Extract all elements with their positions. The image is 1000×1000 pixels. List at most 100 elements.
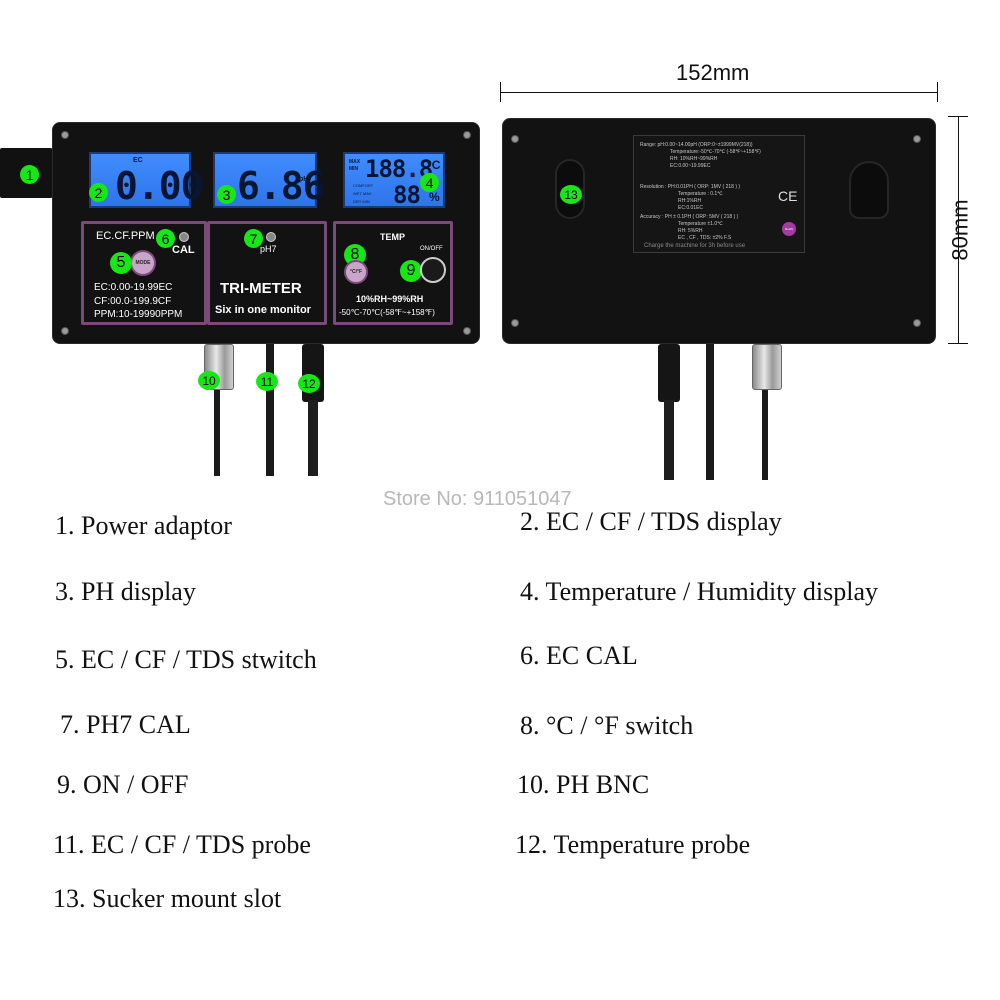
temp-probe-cable [308, 400, 318, 476]
legend-item-13: 13. Sucker mount slot [53, 884, 282, 913]
legend-item-1: 1. Power adaptor [55, 511, 232, 540]
onoff-label: ON/OFF [420, 246, 443, 252]
back-ec-probe-cable [706, 344, 714, 480]
width-dimension-tick [937, 82, 938, 102]
screw [463, 131, 471, 139]
dry-label: DRY MIN [353, 199, 370, 204]
spec-line: RH: 5%RH [678, 228, 703, 234]
ec-probe-cable [266, 344, 274, 476]
screw [463, 327, 471, 335]
badge-7: 7 [244, 229, 263, 248]
ph-display-unit: pH [299, 176, 309, 183]
sucker-mount-slot-right [849, 161, 889, 219]
screw [61, 131, 69, 139]
brand-title: TRI-METER [220, 280, 302, 297]
badge-13: 13 [560, 185, 582, 204]
spec-label: Range: pH:0.00~14.00pH (ORP:0~±1999MV(21… [633, 135, 805, 253]
height-dimension-tick [948, 116, 968, 117]
back-temp-probe-plug [658, 344, 680, 402]
back-temp-probe-cable [664, 400, 674, 480]
ce-mark: CE [778, 188, 798, 204]
ec-range: EC:0.00-19.99EC [94, 282, 173, 293]
legend-item-12: 12. Temperature probe [515, 830, 751, 859]
width-dimension-tick [500, 82, 501, 102]
ec-panel: EC.CF.PPM 6 CAL MODE 5 EC:0.00-19.99EC C… [81, 221, 207, 325]
min-label: MIN [349, 166, 359, 172]
power-button[interactable] [420, 257, 446, 283]
badge-12: 12 [298, 374, 320, 393]
legend-item-2: 2. EC / CF / TDS display [520, 507, 782, 536]
comfort-label: COMFORT [353, 183, 374, 188]
ec-cal-label: CAL [172, 244, 195, 256]
badge-10: 10 [198, 371, 220, 390]
spec-line: RH: 10%RH~99%RH [670, 156, 718, 162]
ec-cal-button[interactable] [179, 232, 189, 242]
screw [913, 135, 921, 143]
badge-2: 2 [89, 183, 108, 202]
spec-line: Charge the machine for 3h before use [644, 243, 746, 249]
temp-panel: TEMP ON/OFF 8 °C/°F 9 10%RH~99%RH -50℃-7… [333, 221, 453, 325]
height-dimension-tick [948, 343, 968, 344]
spec-line: RH:1%RH [678, 198, 702, 204]
ec-display: EC 0.00 [89, 152, 204, 208]
store-watermark: Store No: 911051047 [383, 488, 572, 510]
badge-1: 1 [20, 165, 39, 184]
spec-line: Resolution : PH:0.01PH ( ORP: 1MV ( 218 … [640, 184, 741, 190]
brand-tagline: Six in one monitor [215, 304, 311, 316]
max-label: MAX [349, 159, 361, 165]
legend-item-6: 6. EC CAL [520, 641, 638, 670]
height-dimension-line [958, 116, 959, 344]
ppm-range: PPM:10-19990PPM [94, 309, 183, 320]
front-device: EC 0.00 2 6.86 pH 3 MAX MIN 188.8 °C COM… [52, 122, 480, 344]
ph-probe-cable [214, 390, 220, 476]
spec-line: EC , CF , TDS: ±2% F.S [678, 235, 732, 241]
height-label: 80mm [947, 199, 973, 261]
temp-unit: °C [427, 158, 441, 172]
badge-5: 5 [110, 252, 132, 274]
ph-display-value: 6.86 [237, 164, 326, 208]
ph-display: 6.86 pH [213, 152, 326, 208]
legend-item-3: 3. PH display [55, 577, 196, 606]
width-dimension-line [500, 92, 938, 93]
legend-item-9: 9. ON / OFF [57, 770, 189, 799]
badge-3: 3 [217, 185, 236, 204]
spec-line: Temperature:-50℃-70℃ (-58℉~+158℉) [670, 149, 761, 155]
legend-item-4: 4. Temperature / Humidity display [520, 577, 879, 606]
humidity-value: 88 [393, 181, 421, 209]
spec-line: Range: pH:0.00~14.00pH (ORP:0~±1999MV(21… [640, 142, 753, 148]
unit-switch-button[interactable]: °C/°F [344, 260, 368, 284]
ec-display-value: 0.00 [115, 164, 204, 208]
mode-button[interactable]: MODE [130, 250, 156, 276]
back-ph-bnc-connector [752, 344, 782, 390]
rohs-label: RoHS [784, 227, 793, 231]
width-label: 152mm [676, 60, 750, 85]
spec-line: Accuracy : PH ± 0.1PH ( ORP: 5MV ( 218 )… [640, 214, 739, 220]
spec-line: EC:0.00~19.99EC [670, 163, 711, 169]
ec-panel-title: EC.CF.PPM [96, 230, 155, 242]
wet-label: WET MAX [353, 191, 372, 196]
cf-range: CF:00.0-199.9CF [94, 296, 172, 307]
unit-switch-label: °C/°F [349, 269, 363, 275]
rohs-mark: RoHS [782, 222, 796, 236]
spec-line: EC:0.01EC [678, 205, 704, 211]
badge-4: 4 [420, 173, 439, 192]
screw [913, 319, 921, 327]
screw [511, 135, 519, 143]
temp-panel-title: TEMP [380, 232, 406, 242]
screw [61, 327, 69, 335]
back-device: 13 Range: pH:0.00~14.00pH (ORP:0~±1999MV… [502, 118, 936, 344]
ph-panel: 7 pH7 TRI-METER Six in one monitor [207, 221, 327, 325]
ph7-cal-button[interactable] [266, 232, 276, 242]
mode-button-label: MODE [135, 260, 151, 266]
legend-item-8: 8. °C / °F switch [520, 711, 694, 740]
badge-9: 9 [400, 260, 422, 282]
humidity-unit: % [429, 190, 440, 204]
rh-range: 10%RH~99%RH [356, 294, 424, 304]
legend-item-7: 7. PH7 CAL [60, 710, 191, 739]
screw [511, 319, 519, 327]
legend-item-10: 10. PH BNC [517, 770, 650, 799]
ph7-label: pH7 [260, 244, 277, 254]
temp-probe-plug [302, 344, 324, 402]
ec-display-header: EC [133, 157, 143, 164]
back-ph-probe-cable [762, 390, 768, 480]
